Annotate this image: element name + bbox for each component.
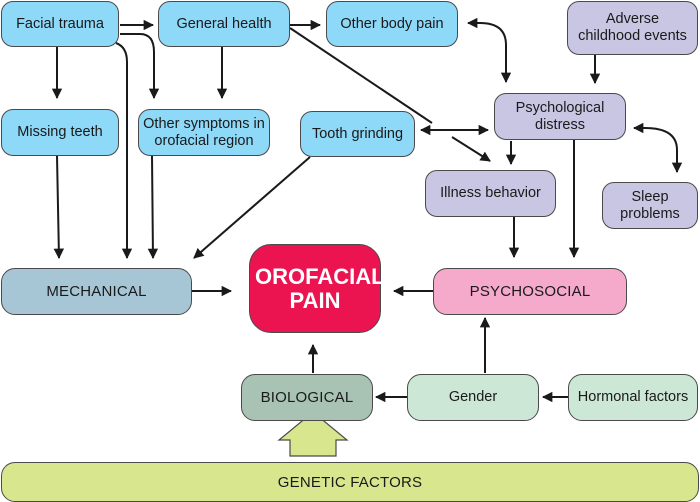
node-psychological-distress: Psychological distress [494, 93, 626, 140]
node-hormonal-factors: Hormonal factors [568, 374, 698, 421]
node-label: GENETIC FACTORS [277, 473, 423, 491]
node-gender: Gender [407, 374, 539, 421]
node-facial-trauma: Facial trauma [1, 1, 119, 47]
node-other-symptoms: Other symptoms in orofacial region [138, 109, 270, 156]
node-biological: BIOLOGICAL [241, 374, 373, 421]
edge-general-health-to-illness-behavior-b [451, 136, 491, 162]
node-genetic-factors: GENETIC FACTORS [1, 462, 699, 502]
edge-other-symptoms-to-mechanical [147, 155, 159, 260]
node-label: Facial trauma [16, 15, 104, 32]
edge-general-health-to-illness-behavior-a [289, 27, 433, 124]
node-psychosocial: PSYCHOSOCIAL [433, 268, 627, 315]
node-illness-behavior: Illness behavior [425, 170, 556, 217]
edge-missing-teeth-to-mechanical [53, 155, 65, 260]
node-label: OROFACIAL PAIN [255, 263, 385, 313]
node-orofacial-pain: OROFACIAL PAIN [249, 244, 385, 333]
node-label: Sleep problems [620, 188, 680, 222]
node-other-body-pain: Other body pain [326, 1, 458, 47]
node-label: Other body pain [340, 15, 444, 32]
node-general-health: General health [158, 1, 290, 47]
node-missing-teeth: Missing teeth [1, 109, 119, 156]
node-label: Gender [448, 389, 498, 405]
node-label: Missing teeth [17, 124, 103, 140]
node-sleep-problems: Sleep problems [602, 182, 698, 229]
edge-facial-trauma-to-mechanical [115, 42, 133, 260]
node-label: Tooth grinding [311, 125, 404, 142]
node-label: Adverse childhood events [578, 11, 687, 44]
edge-tooth-grinding-to-mechanical [193, 156, 311, 259]
genetic-block-arrow [277, 411, 349, 457]
node-label: Psychological distress [515, 99, 605, 133]
node-adverse-childhood-events: Adverse childhood events [567, 1, 698, 55]
node-label: Other symptoms in orofacial region [143, 115, 265, 149]
node-label: PSYCHOSOCIAL [469, 283, 591, 300]
edge-facial-trauma-to-other-symptoms [120, 33, 160, 100]
node-label: Hormonal factors [577, 389, 689, 405]
edge-other-body-pain-psych-distress [466, 17, 512, 84]
node-label: MECHANICAL [46, 283, 147, 300]
node-label: General health [176, 15, 272, 32]
node-tooth-grinding: Tooth grinding [300, 111, 415, 157]
edge-psych-distress-sleep-problems [632, 122, 683, 174]
node-label: BIOLOGICAL [260, 389, 354, 406]
node-label: Illness behavior [440, 185, 541, 201]
node-mechanical: MECHANICAL [1, 268, 192, 315]
